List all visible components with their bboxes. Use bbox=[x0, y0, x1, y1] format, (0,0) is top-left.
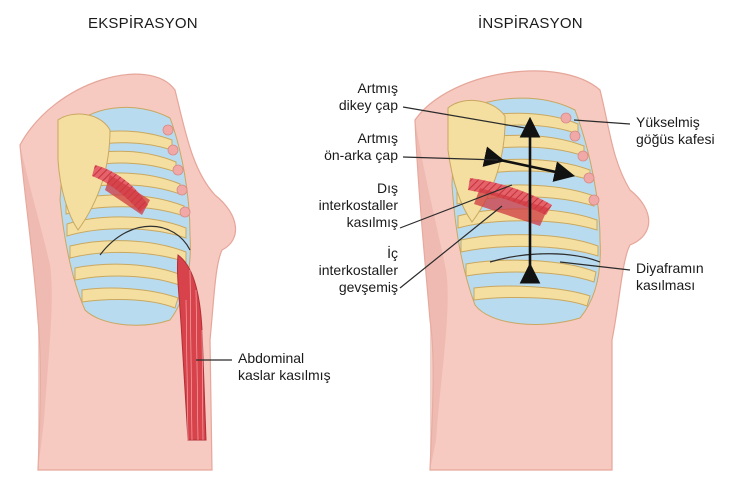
label-vertical-diameter: Artmış dikey çap bbox=[339, 80, 398, 114]
label-elevated-ribcage: Yükselmiş göğüs kafesi bbox=[636, 114, 715, 148]
label-vertical-line1: Artmış bbox=[339, 80, 398, 97]
expiration-figure bbox=[20, 74, 236, 470]
label-ap-line2: ön-arka çap bbox=[324, 147, 398, 164]
label-abdominal-line1: Abdominal bbox=[238, 350, 331, 367]
label-diaphragm-contraction: Diyaframın kasılması bbox=[636, 260, 704, 294]
expiration-title: EKSPİRASYON bbox=[88, 15, 198, 32]
label-int-line3: gevşemiş bbox=[319, 279, 398, 296]
label-int-line1: İç bbox=[319, 245, 398, 262]
label-diaphragm-line1: Diyaframın bbox=[636, 260, 704, 277]
label-ap-line1: Artmış bbox=[324, 130, 398, 147]
inspiration-title: İNSPİRASYON bbox=[478, 15, 583, 32]
label-vertical-line2: dikey çap bbox=[339, 97, 398, 114]
label-abdominal-muscles: Abdominal kaslar kasılmış bbox=[238, 350, 331, 384]
label-ext-line1: Dış bbox=[319, 180, 398, 197]
label-ext-line3: kasılmış bbox=[319, 214, 398, 231]
label-ribcage-line1: Yükselmiş bbox=[636, 114, 715, 131]
label-diaphragm-line2: kasılması bbox=[636, 277, 704, 294]
label-external-intercostals: Dış interkostaller kasılmış bbox=[319, 180, 398, 231]
inspiration-figure bbox=[400, 71, 649, 470]
label-ribcage-line2: göğüs kafesi bbox=[636, 131, 715, 148]
label-internal-intercostals: İç interkostaller gevşemiş bbox=[319, 245, 398, 296]
label-abdominal-line2: kaslar kasılmış bbox=[238, 367, 331, 384]
label-ext-line2: interkostaller bbox=[319, 197, 398, 214]
label-ap-diameter: Artmış ön-arka çap bbox=[324, 130, 398, 164]
label-int-line2: interkostaller bbox=[319, 262, 398, 279]
